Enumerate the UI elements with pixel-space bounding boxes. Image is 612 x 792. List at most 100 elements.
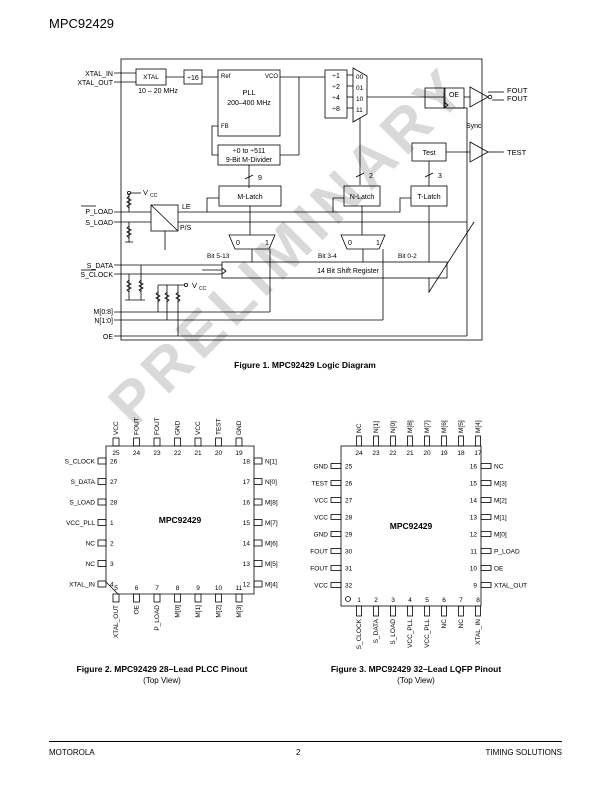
mux-sel: 10 — [356, 96, 364, 103]
pin-signal: S_CLOCK — [356, 618, 363, 649]
pin-signal: XTAL_OUT — [494, 583, 527, 590]
pin-signal: VCC — [314, 583, 328, 590]
pin-signal: M[2] — [216, 605, 223, 618]
pin-number: 20 — [423, 450, 431, 457]
device-name: MPC92429 — [159, 515, 202, 525]
pin-signal: S_LOAD — [69, 500, 95, 507]
m-divider-label: 9-Bit M-Divider — [226, 157, 273, 164]
pin-signal: P_LOAD — [494, 549, 520, 556]
pin-signal: GND — [175, 420, 182, 435]
pin-signal: M[1] — [494, 515, 507, 522]
pin-number: 13 — [243, 561, 251, 568]
pin-number: 1 — [357, 597, 361, 604]
pin-number: 14 — [470, 498, 478, 505]
pin-pad — [253, 498, 263, 506]
pin-signal: M[7] — [265, 520, 278, 527]
input-s-clock: S_CLOCK — [80, 272, 113, 279]
div-opt: ÷8 — [332, 106, 340, 113]
pin-pad — [194, 437, 202, 447]
oe-label: OE — [449, 92, 459, 99]
test-label: Test — [423, 150, 436, 157]
pin-signal: N[1] — [373, 421, 380, 433]
bits-m: Bit 5-13 — [207, 253, 230, 260]
m-divider-range: ÷0 to ÷511 — [233, 148, 266, 155]
pin-signal: FOUT — [154, 417, 161, 435]
pin-number: 22 — [389, 450, 397, 457]
pll-range: 200–400 MHz — [227, 100, 271, 107]
plcc-view: (Top View) — [143, 676, 181, 685]
bus-9: 9 — [258, 175, 262, 182]
pin-pad — [97, 560, 107, 567]
pin-number: 1 — [110, 520, 114, 527]
vcc-sub: CC — [150, 193, 158, 199]
pin-number: 13 — [470, 515, 478, 522]
pin-number: 23 — [153, 450, 161, 457]
pin-pad — [194, 593, 202, 603]
bus-2: 2 — [369, 173, 373, 180]
pin-pad — [441, 605, 447, 617]
pin-number: 26 — [110, 459, 118, 466]
pin-number: 17 — [474, 450, 482, 457]
mux-sel: 01 — [356, 85, 364, 92]
pin-number: 6 — [135, 585, 139, 592]
pin-number: 14 — [243, 541, 251, 548]
mux-in-1: 1 — [265, 240, 269, 247]
pin-number: 27 — [110, 479, 118, 486]
fout-buffer — [469, 86, 489, 108]
chip-outline — [120, 58, 483, 341]
pin-signal: NC — [458, 619, 465, 629]
load-select — [150, 204, 179, 232]
pin-signal: XTAL_OUT — [113, 605, 120, 638]
pin-signal: VCC — [195, 421, 202, 435]
pin-signal: FOUT — [310, 566, 328, 573]
pin-signal: VCC — [314, 498, 328, 505]
pin-signal: NC — [494, 464, 504, 471]
pin-number: 30 — [345, 549, 353, 556]
pin-pad — [480, 463, 492, 469]
output-fout-b: FOUT — [507, 94, 528, 103]
input-xtal-in: XTAL_IN — [85, 71, 113, 78]
pin-number: 3 — [391, 597, 395, 604]
pin-signal: M[6] — [441, 420, 448, 433]
input-s-data: S_DATA — [87, 263, 114, 270]
pin-number: 19 — [235, 450, 243, 457]
div-opt: ÷1 — [332, 73, 340, 80]
m-latch-label: M-Latch — [237, 194, 262, 201]
pin-number: 26 — [345, 481, 353, 488]
pin-pad — [330, 548, 342, 554]
pin-pad — [480, 531, 492, 537]
pin-pad — [253, 457, 263, 465]
pin-signal: M[4] — [265, 582, 278, 589]
pll-block — [217, 69, 281, 137]
pin-signal: S_CLOCK — [65, 459, 96, 466]
pin-number: 20 — [215, 450, 223, 457]
pin-pad — [330, 463, 342, 469]
input-s-load: S_LOAD — [85, 220, 113, 227]
pin-signal: OE — [494, 566, 504, 573]
pin-pad — [174, 437, 181, 447]
pin-pad — [215, 593, 222, 603]
pin-pad — [441, 435, 447, 447]
output-divider — [324, 69, 348, 119]
logic-caption: Figure 1. MPC92429 Logic Diagram — [234, 360, 376, 370]
pin-signal: N[0] — [265, 479, 277, 486]
pin-pad — [373, 605, 379, 617]
pin-pad — [97, 539, 107, 547]
pin-pad — [407, 435, 413, 447]
pin-number: 31 — [345, 566, 353, 573]
div16-label: ÷16 — [187, 75, 199, 82]
pin-signal: M[6] — [265, 541, 278, 548]
pin-pad — [458, 605, 464, 617]
pin-number: 7 — [155, 585, 159, 592]
pin-signal: VCC — [314, 515, 328, 522]
pin-signal: NC — [86, 561, 96, 568]
vcc-label-2: V — [192, 281, 197, 290]
test-buffer — [469, 141, 489, 163]
plcc-caption: Figure 2. MPC92429 28–Lead PLCC Pinout — [76, 664, 248, 674]
pin-signal: M[3] — [236, 605, 243, 618]
pin-signal: VCC_PLL — [407, 619, 414, 648]
pin-pad — [407, 605, 413, 617]
pin-signal: VCC_PLL — [66, 520, 95, 527]
pin-signal: TEST — [216, 418, 223, 435]
